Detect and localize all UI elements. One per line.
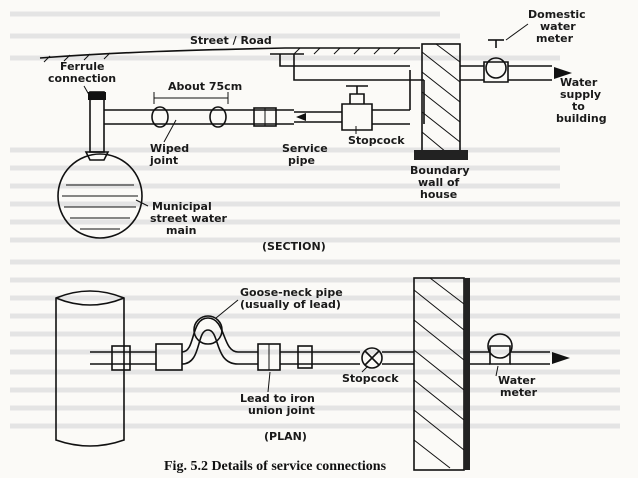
goose-neck-label-1: Goose-neck pipe: [240, 286, 343, 299]
plan-joint-a: [155, 343, 183, 371]
supply-arrowhead: [554, 67, 572, 79]
plan-main-top-ellipse: [55, 297, 125, 306]
water-meter-leader: [495, 365, 499, 377]
domestic-meter-label-1: Domestic: [528, 8, 586, 21]
pipe-continuation: [294, 111, 342, 123]
figure-caption: Fig. 5.2 Details of service connections: [164, 459, 387, 474]
plan-stopcock-cross: [364, 350, 380, 366]
plan-ferrule-fitting: [111, 345, 131, 371]
street-road-surface: [39, 47, 420, 59]
water-meter-label-2: meter: [500, 386, 538, 399]
wiped-joint-label-2: joint: [149, 154, 178, 167]
ferrule-cap: [88, 92, 106, 100]
street-level-pipe: [270, 53, 424, 81]
plan-title: (PLAN): [264, 430, 307, 443]
plan-ferrule: [90, 351, 156, 365]
plan-joint-b: [297, 345, 313, 369]
plan-pipe-to-wall: [382, 351, 414, 365]
boundary-wall-label-3: house: [420, 188, 457, 201]
wall-footing: [414, 150, 468, 160]
plan-iron-pipe: [280, 351, 360, 365]
goose-neck-label-2: (usually of lead): [240, 298, 341, 311]
municipal-main-label-1: Municipal: [152, 200, 212, 213]
domestic-meter-dial: [485, 57, 507, 79]
stopcock-plan-leader: [361, 365, 369, 373]
stopcock-body-section: [341, 103, 373, 131]
service-pipe-label-2: pipe: [288, 154, 315, 167]
plan-pipe-to-meter: [470, 351, 490, 365]
pipe-to-wall: [372, 109, 410, 125]
lead-iron-leader: [267, 371, 271, 393]
wiped-joint-leader: [163, 119, 177, 143]
wall-hatching: [421, 43, 461, 153]
ferrule-label-1: Ferrule: [60, 60, 104, 73]
domestic-meter-body: [483, 61, 509, 83]
riser-pipe: [409, 70, 425, 124]
municipal-main-pipe: [57, 153, 143, 239]
plan-supply-pipe: [510, 351, 550, 365]
water-supply-label-4: building: [556, 112, 607, 125]
plan-supply-arrowhead: [552, 352, 570, 364]
ground-hatching: [43, 47, 401, 63]
goose-neck-loop: [181, 317, 239, 353]
municipal-main-leader: [135, 199, 149, 207]
wall-plan-hatching: [413, 277, 465, 469]
background-text-lines: [10, 11, 620, 429]
goose-neck-leader: [215, 299, 239, 319]
water-supply-label-3: to: [572, 100, 585, 113]
stopcock-bonnet: [349, 93, 365, 104]
plan-water-meter: [487, 333, 513, 359]
main-water-lines: [62, 184, 138, 230]
street-road-label: Street / Road: [190, 34, 272, 47]
domestic-meter-leader: [505, 23, 529, 41]
service-pipe: [104, 109, 294, 125]
wall-plan-edge: [464, 278, 470, 470]
municipal-main-label-3: main: [166, 224, 197, 237]
service-pipe-label-1: Service: [282, 142, 328, 155]
wiped-joint-1: [151, 106, 169, 128]
water-supply-label-1: Water: [560, 76, 598, 89]
ferrule-leader: [83, 85, 93, 101]
water-meter-label-1: Water: [498, 374, 536, 387]
water-supply-label-2: supply: [560, 88, 601, 101]
ferrule-label-2: connection: [48, 72, 116, 85]
boundary-wall-label-2: wall of: [418, 176, 460, 189]
service-pipe-arrowhead: [296, 113, 306, 121]
domestic-meter-label-2: water: [540, 20, 576, 33]
boundary-wall-label-1: Boundary: [410, 164, 470, 177]
lead-iron-label-1: Lead to iron: [240, 392, 315, 405]
supply-pipe: [508, 65, 552, 81]
wiped-joint-label-1: Wiped: [150, 142, 189, 155]
plan-stopcock: [361, 347, 383, 369]
pipe-through-wall: [460, 65, 484, 81]
plan-lead-pipe: [238, 351, 258, 365]
ferrule-base: [84, 151, 110, 161]
domestic-meter-label-3: meter: [536, 32, 574, 45]
goose-neck-loop-inner: [181, 329, 239, 365]
municipal-main-label-2: street water: [150, 212, 228, 225]
section-title: (SECTION): [262, 240, 326, 253]
stopcock-plan-label: Stopcock: [342, 372, 399, 385]
ferrule-fitting: [89, 91, 105, 153]
plan-main-cylinder: [55, 290, 125, 447]
stopcock-section-label: Stopcock: [348, 134, 405, 147]
lead-iron-label-2: union joint: [248, 404, 315, 417]
about-75cm-label: About 75cm: [168, 80, 242, 93]
boundary-wall-section: [421, 43, 461, 157]
goose-neck-ring: [193, 315, 223, 345]
wiped-joint-2: [209, 106, 227, 128]
